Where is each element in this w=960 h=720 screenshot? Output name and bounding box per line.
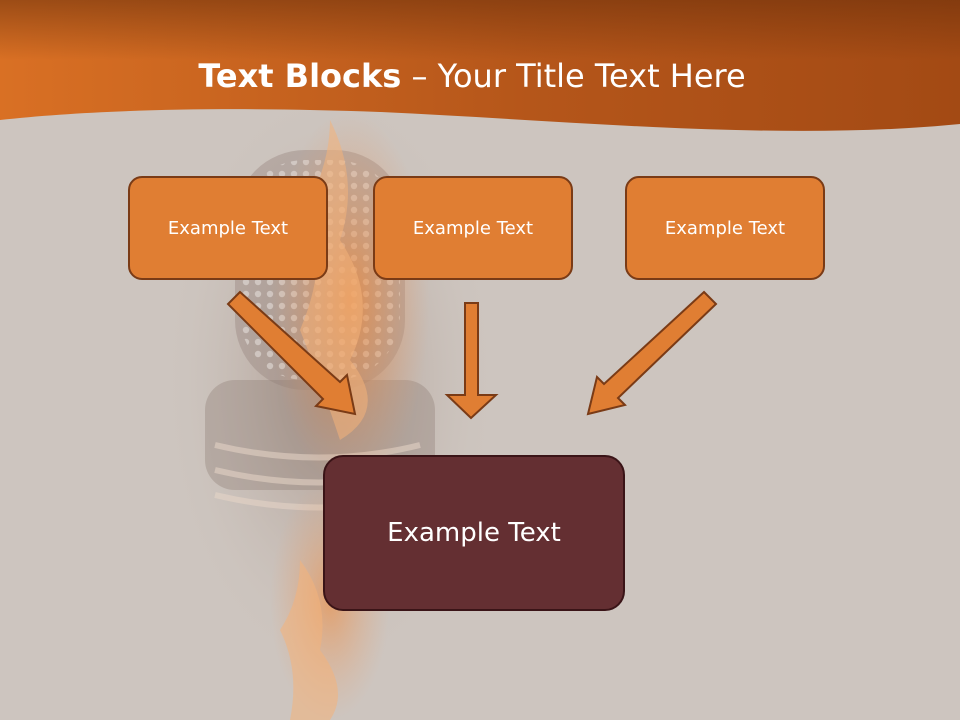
arrow-left-diagonal xyxy=(226,290,357,416)
text-block-middle-label: Example Text xyxy=(412,217,534,239)
arrow-right-diagonal xyxy=(586,290,718,416)
slide-title: Text Blocks – Your Title Text Here xyxy=(0,52,944,100)
text-block-left: Example Text xyxy=(128,176,328,280)
text-block-center-label: Example Text xyxy=(387,518,561,548)
text-block-left-label: Example Text xyxy=(167,217,289,239)
text-block-right: Example Text xyxy=(625,176,825,280)
text-block-right-label: Example Text xyxy=(664,217,786,239)
text-block-center: Example Text xyxy=(323,455,625,611)
arrow-middle-down xyxy=(444,302,499,420)
title-bold: Text Blocks xyxy=(198,57,402,95)
title-rest: – Your Title Text Here xyxy=(401,57,746,95)
text-block-middle: Example Text xyxy=(373,176,573,280)
